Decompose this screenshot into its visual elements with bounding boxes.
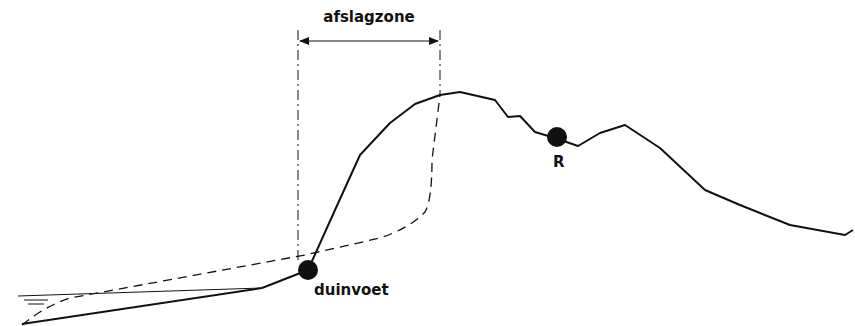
dune-profile-line [22, 92, 853, 324]
zone-boundary [298, 30, 440, 262]
point-label: duinvoet [314, 283, 389, 298]
dune-foot-point [298, 260, 318, 280]
dimension-arrow [299, 37, 439, 45]
point-label: R [553, 155, 565, 170]
zone-label: afslagzone [323, 10, 414, 25]
erosion-profile-line [22, 95, 440, 325]
reference-point [547, 127, 567, 147]
water-level [18, 288, 262, 304]
